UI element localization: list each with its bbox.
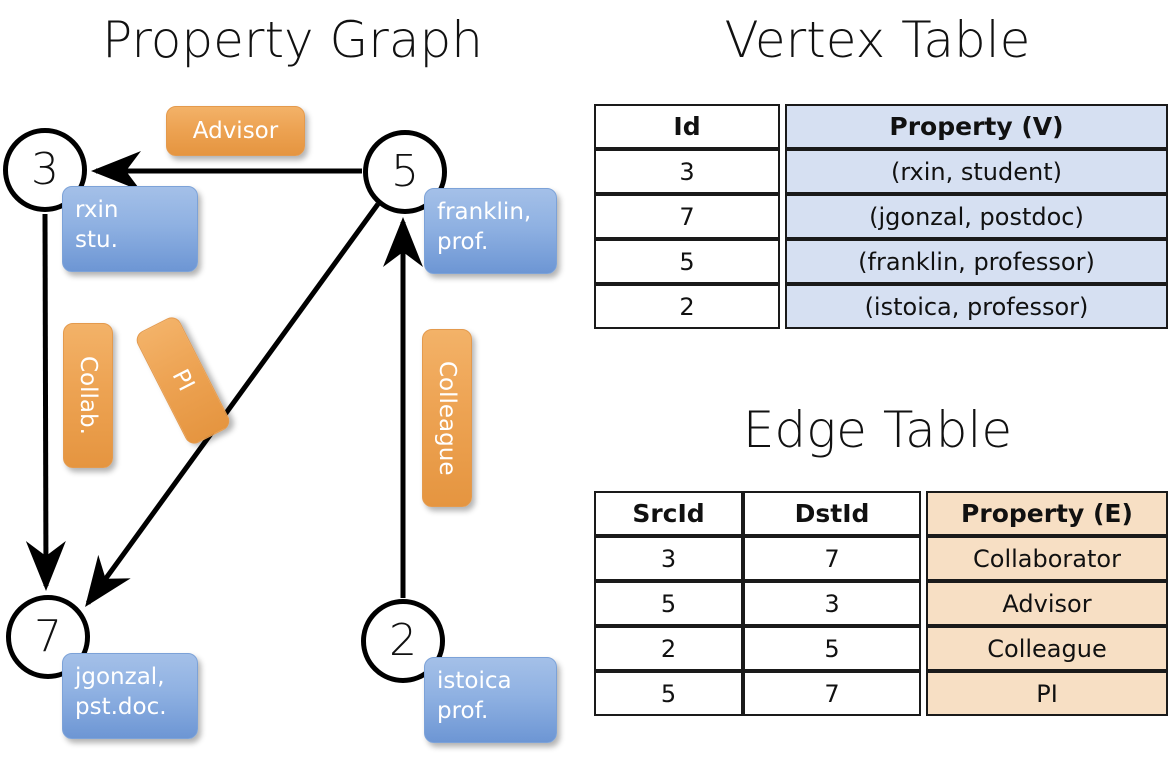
table-row: 2 (istoica, professor) [594, 284, 1168, 329]
page-title-vertex-table: Vertex Table [724, 11, 1031, 69]
table-row: 5 7 PI [594, 671, 1168, 716]
edge-table-cell-dstid: 3 [743, 581, 921, 626]
vertex-table-cell-id: 3 [594, 149, 780, 194]
edge-label-advisor-text: Advisor [192, 118, 279, 144]
node-property-box-3: rxin stu. [62, 186, 198, 272]
vertex-table-column-gap [780, 239, 785, 284]
edge-table-column-gap [921, 626, 926, 671]
vertex-table-cell-id: 7 [594, 194, 780, 239]
node-circle-5-label: 5 [391, 146, 419, 197]
node-property-box-5-line2: prof. [437, 229, 489, 255]
graph-edges-layer [25, 151, 423, 608]
edge-table-cell-property: Colleague [926, 626, 1168, 671]
edge-table-cell-dstid: 5 [743, 626, 921, 671]
node-property-box-7-line2: pst.doc. [75, 694, 167, 720]
edge-table: SrcId DstId Property (E) 3 7 Collaborato… [594, 491, 1168, 716]
edge-table-column-gap [921, 536, 926, 581]
edge-table-header-property: Property (E) [926, 491, 1168, 536]
edge-table-column-gap [921, 581, 926, 626]
edge-table-column-gap [921, 491, 926, 536]
node-property-box-2-line2: prof. [437, 698, 489, 724]
node-property-box-5: franklin, prof. [424, 188, 557, 274]
edge-label-colleague-text: Colleague [434, 360, 460, 476]
page-title-property-graph: Property Graph [102, 11, 483, 69]
table-row: 5 3 Advisor [594, 581, 1168, 626]
node-property-box-3-line1: rxin [75, 197, 119, 223]
page-title-edge-table: Edge Table [742, 401, 1013, 459]
vertex-table-column-gap [780, 149, 785, 194]
table-row: 7 (jgonzal, postdoc) [594, 194, 1168, 239]
edge-table-header-row: SrcId DstId Property (E) [594, 491, 1168, 536]
vertex-table-cell-property: (istoica, professor) [785, 284, 1168, 329]
edge-label-collab-text: Collab. [75, 356, 101, 435]
edge-table-cell-property: Collaborator [926, 536, 1168, 581]
vertex-table-column-gap [780, 284, 785, 329]
edge-table-column-gap [921, 671, 926, 716]
node-property-box-2-line1: istoica [437, 668, 512, 694]
vertex-table-cell-property: (rxin, student) [785, 149, 1168, 194]
node-property-box-2: istoica prof. [424, 657, 557, 743]
edge-label-advisor: Advisor [166, 106, 305, 156]
vertex-table-cell-property: (franklin, professor) [785, 239, 1168, 284]
node-property-box-7: jgonzal, pst.doc. [62, 653, 198, 739]
edge-table-cell-srcid: 3 [594, 536, 743, 581]
edge-table-cell-dstid: 7 [743, 671, 921, 716]
edge-table-cell-srcid: 2 [594, 626, 743, 671]
edge-label-pi-text: PI [166, 365, 200, 396]
vertex-table-cell-id: 2 [594, 284, 780, 329]
vertex-table-header-property: Property (V) [785, 104, 1168, 149]
table-row: 5 (franklin, professor) [594, 239, 1168, 284]
vertex-table-cell-property: (jgonzal, postdoc) [785, 194, 1168, 239]
edge-table-cell-property: PI [926, 671, 1168, 716]
edge-label-collab: Collab. [63, 323, 113, 468]
property-graph-diagram: Advisor Collab. PI Colleague 3 rxin stu.… [3, 106, 557, 743]
vertex-table-header-id: Id [594, 104, 780, 149]
table-row: 3 7 Collaborator [594, 536, 1168, 581]
table-row: 2 5 Colleague [594, 626, 1168, 671]
edge-3-to-7 [25, 213, 66, 591]
edge-5-to-7 [85, 202, 381, 608]
node-property-box-5-line1: franklin, [437, 199, 532, 225]
node-circle-2[interactable]: 2 [361, 599, 445, 683]
vertex-table-column-gap [780, 104, 785, 149]
node-circle-2-label: 2 [389, 615, 417, 666]
node-circle-3-label: 3 [31, 144, 59, 195]
table-row: 3 (rxin, student) [594, 149, 1168, 194]
vertex-table-cell-id: 5 [594, 239, 780, 284]
edge-label-colleague: Colleague [422, 329, 472, 507]
vertex-table: Id Property (V) 3 (rxin, student) 7 (jgo… [594, 104, 1168, 329]
edge-table-cell-dstid: 7 [743, 536, 921, 581]
edge-table-cell-srcid: 5 [594, 581, 743, 626]
node-circle-5[interactable]: 5 [363, 130, 447, 214]
edge-table-cell-property: Advisor [926, 581, 1168, 626]
edge-table-cell-srcid: 5 [594, 671, 743, 716]
vertex-table-header-row: Id Property (V) [594, 104, 1168, 149]
node-property-box-7-line1: jgonzal, [75, 664, 165, 690]
edge-table-header-srcid: SrcId [594, 491, 743, 536]
vertex-table-column-gap [780, 194, 785, 239]
node-circle-7-label: 7 [34, 611, 62, 662]
node-property-box-3-line2: stu. [75, 227, 118, 253]
edge-table-header-dstid: DstId [743, 491, 921, 536]
